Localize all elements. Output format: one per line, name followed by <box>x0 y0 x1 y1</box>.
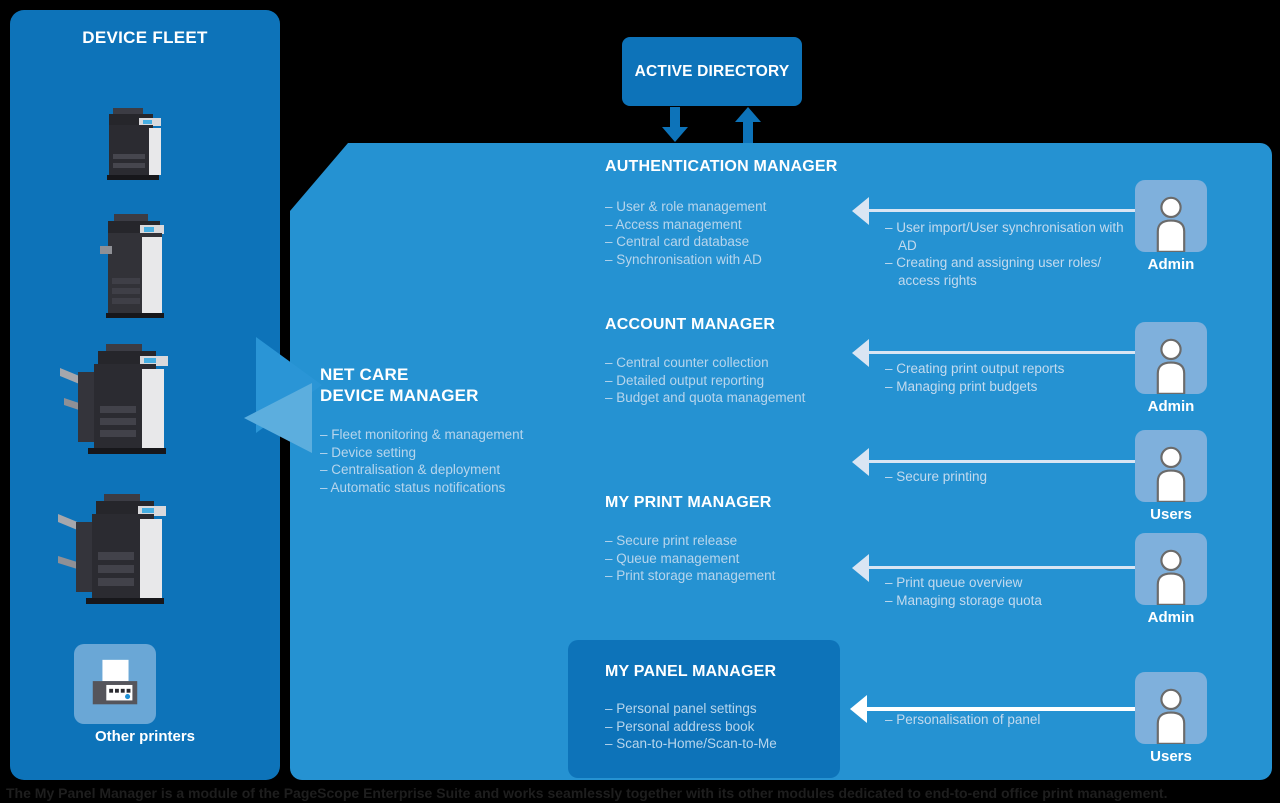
footnote-caption: The My Panel Manager is a module of the … <box>6 785 1168 801</box>
row3-arrow-icon <box>852 448 869 476</box>
actor-users-2 <box>1135 672 1207 744</box>
list-item: – Central counter collection <box>605 355 769 370</box>
list-item: – Personal panel settings <box>605 701 757 716</box>
list-item: – Scan-to-Home/Scan-to-Me <box>605 736 777 751</box>
actor-label: Users <box>1150 506 1192 523</box>
list-item: – Fleet monitoring & management <box>320 427 524 442</box>
other-printer-icon <box>92 659 138 705</box>
row3-notes: – Secure printing <box>885 468 1139 486</box>
row3-arrow-shaft <box>866 460 1136 463</box>
row1-notes: – User import/User synchronisation with … <box>885 219 1139 289</box>
list-item: – Detailed output reporting <box>605 372 765 388</box>
authentication-manager-list: – User & role management – Access manage… <box>605 198 855 268</box>
note-item: – Creating print output reports <box>885 361 1065 376</box>
ad-up-arrow-icon <box>735 107 761 122</box>
list-item: – Access management <box>605 216 742 232</box>
list-item: – Device setting <box>320 444 417 460</box>
actor-admin-2 <box>1135 322 1207 394</box>
my-print-manager-title: MY PRINT MANAGER <box>605 494 772 511</box>
ad-down-arrow-shaft <box>670 107 680 128</box>
ad-up-arrow-shaft <box>743 121 753 143</box>
actor-users-1 <box>1135 430 1207 502</box>
note-item: – Managing print budgets <box>885 378 1038 394</box>
actor-admin-1 <box>1135 180 1207 252</box>
list-item: – Central card database <box>605 234 750 249</box>
printer-mfp-large-finisher-icon <box>60 344 168 454</box>
row2-arrow-shaft <box>866 351 1136 354</box>
note-item: – User import/User synchronisation with … <box>885 220 1124 253</box>
printer-mfp-small-icon <box>107 108 161 180</box>
row2-arrow-icon <box>852 339 869 367</box>
note-item: – Personalisation of panel <box>885 712 1041 727</box>
list-item: – User & role management <box>605 199 767 214</box>
net-care-feature-list: – Fleet monitoring & management – Device… <box>320 426 580 496</box>
row4-notes: – Print queue overview – Managing storag… <box>885 574 1139 609</box>
account-manager-title: ACCOUNT MANAGER <box>605 316 776 333</box>
row5-arrow-shaft <box>865 707 1136 711</box>
list-item: – Centralisation & deployment <box>320 462 501 477</box>
list-item: – Queue management <box>605 550 740 566</box>
printer-mfp-large-finisher2-icon <box>58 494 166 604</box>
my-panel-manager-title: MY PANEL MANAGER <box>605 663 777 680</box>
my-print-manager-list: – Secure print release – Queue managemen… <box>605 532 855 585</box>
account-manager-list: – Central counter collection – Detailed … <box>605 354 855 407</box>
list-item: – Personal address book <box>605 718 755 734</box>
list-item: – Synchronisation with AD <box>605 251 762 267</box>
actor-label: Admin <box>1147 256 1195 273</box>
row4-arrow-shaft <box>866 566 1136 569</box>
printer-mfp-medium-icon <box>100 214 164 318</box>
list-item: – Budget and quota management <box>605 390 806 405</box>
actor-label: Users <box>1150 748 1192 765</box>
net-care-title-line2: DEVICE MANAGER <box>320 386 479 405</box>
row4-arrow-icon <box>852 554 869 582</box>
row5-arrow-icon <box>850 695 867 723</box>
actor-label: Admin <box>1147 609 1195 626</box>
net-care-title-line1: NET CARE <box>320 365 409 384</box>
my-panel-manager-box <box>568 640 840 778</box>
row2-notes: – Creating print output reports – Managi… <box>885 360 1139 395</box>
other-printers-box <box>74 644 156 724</box>
my-panel-manager-list: – Personal panel settings – Personal add… <box>605 700 855 753</box>
actor-label: Admin <box>1147 398 1195 415</box>
person-icon <box>1156 549 1186 605</box>
note-item: – Print queue overview <box>885 575 1023 590</box>
other-printers-label: Other printers <box>94 728 196 745</box>
row1-arrow-shaft <box>866 209 1136 212</box>
list-item: – Print storage management <box>605 568 776 583</box>
row1-arrow-icon <box>852 197 869 225</box>
row5-notes: – Personalisation of panel <box>885 711 1139 729</box>
person-icon <box>1156 338 1186 394</box>
note-item: – Creating and assigning user roles/ acc… <box>885 255 1102 288</box>
note-item: – Secure printing <box>885 469 988 484</box>
person-icon <box>1156 196 1186 252</box>
person-icon <box>1156 446 1186 502</box>
ad-down-arrow-icon <box>662 127 688 142</box>
active-directory-box: ACTIVE DIRECTORY <box>622 37 802 106</box>
list-item: – Automatic status notifications <box>320 479 506 495</box>
list-item: – Secure print release <box>605 533 738 548</box>
authentication-manager-title: AUTHENTICATION MANAGER <box>605 158 838 175</box>
person-icon <box>1156 688 1186 744</box>
net-care-title: NET CARE DEVICE MANAGER <box>320 364 479 406</box>
note-item: – Managing storage quota <box>885 592 1042 608</box>
actor-admin-3 <box>1135 533 1207 605</box>
device-fleet-title: DEVICE FLEET <box>82 28 208 47</box>
